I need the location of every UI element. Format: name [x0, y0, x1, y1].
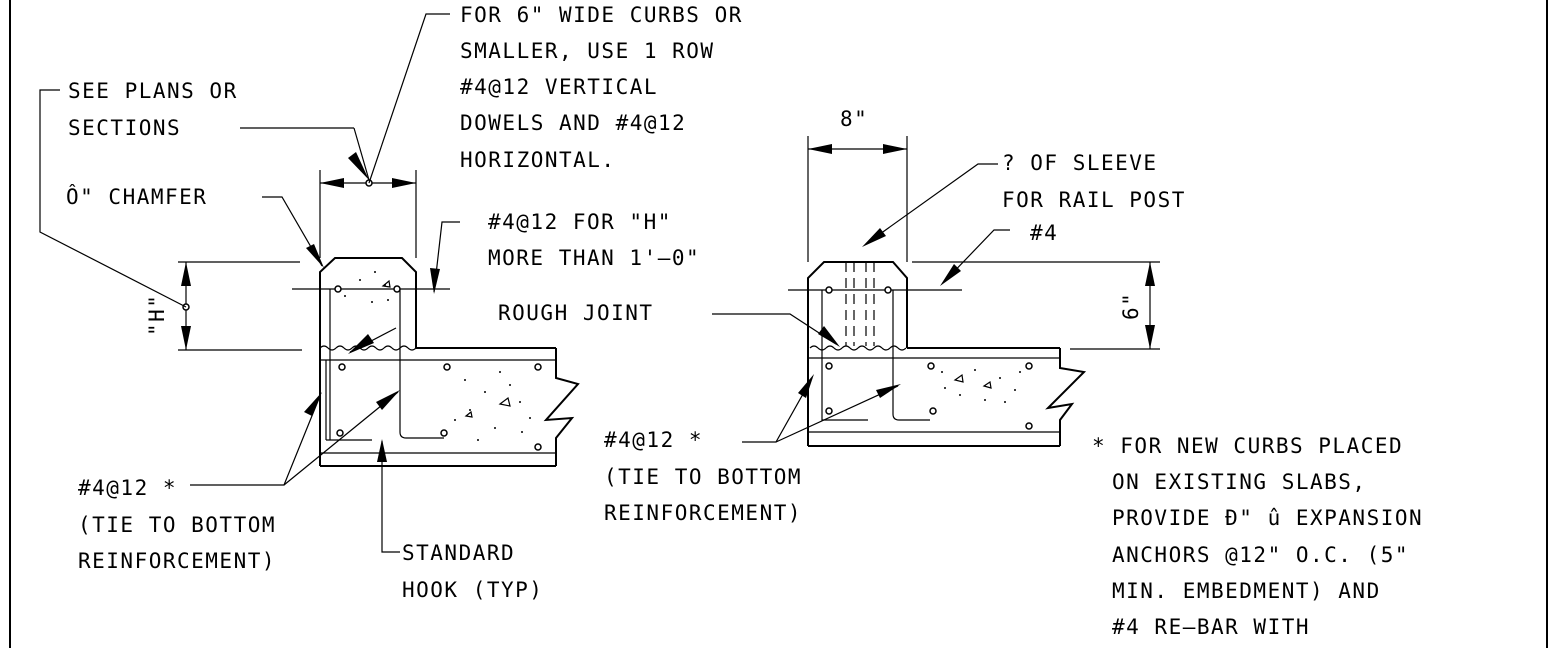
svg-text:HOOK (TYP): HOOK (TYP) — [402, 578, 543, 602]
svg-text:REINFORCEMENT): REINFORCEMENT) — [78, 549, 276, 573]
curb-note: FOR 6" WIDE CURBS OR SMALLER, USE 1 ROW … — [460, 3, 743, 172]
svg-text:MIN. EMBEDMENT) AND: MIN. EMBEDMENT) AND — [1112, 579, 1381, 603]
left-leaders — [39, 13, 460, 553]
svg-text:ANCHORS @12" O.C. (5": ANCHORS @12" O.C. (5" — [1112, 543, 1409, 567]
svg-text:#4@12 VERTICAL: #4@12 VERTICAL — [460, 75, 658, 99]
svg-text:MORE THAN 1'–0": MORE THAN 1'–0" — [488, 246, 700, 270]
bar-4-label: #4 — [1030, 221, 1058, 245]
svg-text:* FOR NEW CURBS PLACED: * FOR NEW CURBS PLACED — [1092, 434, 1403, 458]
svg-text:PROVIDE Ð" û EXPANSION: PROVIDE Ð" û EXPANSION — [1112, 506, 1423, 530]
svg-text:DOWELS AND #4@12: DOWELS AND #4@12 — [460, 111, 686, 135]
left-curb-section — [178, 170, 580, 467]
svg-text:#4@12 FOR "H": #4@12 FOR "H" — [488, 210, 672, 234]
dim-6-label: 6" — [1119, 292, 1143, 320]
sleeve-note: ? OF SLEEVE FOR RAIL POST — [1002, 151, 1186, 212]
chamfer-label: Ô" CHAMFER — [66, 184, 207, 209]
svg-text:FOR RAIL POST: FOR RAIL POST — [1002, 188, 1186, 212]
dim-8-label: 8" — [840, 107, 868, 131]
standard-hook-note: STANDARD HOOK (TYP) — [402, 541, 543, 602]
svg-text:SECTIONS: SECTIONS — [68, 116, 181, 140]
right-curb-section — [788, 136, 1160, 447]
right-tie-note: #4@12 * (TIE TO BOTTOM REINFORCEMENT) — [604, 428, 802, 525]
svg-text:FOR 6" WIDE CURBS OR: FOR 6" WIDE CURBS OR — [460, 3, 743, 27]
rough-joint-label: ROUGH JOINT — [498, 301, 654, 325]
svg-text:SMALLER, USE 1 ROW: SMALLER, USE 1 ROW — [460, 39, 715, 63]
svg-text:(TIE TO BOTTOM: (TIE TO BOTTOM — [78, 513, 276, 537]
right-leaders — [712, 163, 1010, 443]
svg-text:#4@12 *: #4@12 * — [604, 428, 703, 452]
svg-text:ON EXISTING SLABS,: ON EXISTING SLABS, — [1112, 470, 1367, 494]
see-plans-note: SEE PLANS OR SECTIONS — [68, 79, 238, 140]
footnote: * FOR NEW CURBS PLACED ON EXISTING SLABS… — [1092, 434, 1423, 639]
svg-text:? OF SLEEVE: ? OF SLEEVE — [1002, 151, 1158, 175]
svg-text:#4 RE–BAR WITH: #4 RE–BAR WITH — [1112, 615, 1310, 639]
svg-text:(TIE TO BOTTOM: (TIE TO BOTTOM — [604, 465, 802, 489]
svg-text:HORIZONTAL.: HORIZONTAL. — [460, 148, 616, 172]
svg-text:#4@12 *: #4@12 * — [78, 476, 177, 500]
svg-text:STANDARD: STANDARD — [402, 541, 515, 565]
svg-text:SEE PLANS OR: SEE PLANS OR — [68, 79, 238, 103]
h-dimension-label: "H" — [145, 294, 169, 336]
svg-text:REINFORCEMENT): REINFORCEMENT) — [604, 501, 802, 525]
left-tie-note: #4@12 * (TIE TO BOTTOM REINFORCEMENT) — [78, 476, 276, 573]
h-bar-note: #4@12 FOR "H" MORE THAN 1'–0" — [488, 210, 700, 270]
